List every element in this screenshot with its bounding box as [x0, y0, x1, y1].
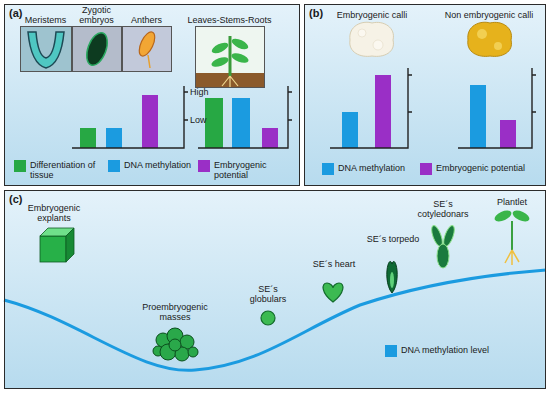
callus-nodule [358, 29, 366, 37]
panel-letter: (a) [9, 7, 22, 19]
image-ground [20, 26, 72, 72]
bar [375, 75, 391, 148]
callus-image [350, 22, 394, 56]
globular-embryo [261, 311, 275, 325]
legend-swatch [198, 160, 210, 172]
figure-label: High [190, 87, 218, 97]
legend-entry: Differentiation of tissue [14, 160, 102, 182]
panel-ground [4, 190, 546, 389]
plant-stem [229, 36, 232, 76]
figure-label: Embryogenic explants [10, 203, 98, 223]
figure-panel: (b) [304, 4, 546, 186]
callus-nodule [477, 29, 487, 39]
callus-nodule [373, 40, 383, 50]
torpedo-core [390, 272, 394, 288]
figure-label: SE´s torpedo [366, 234, 420, 244]
legend-swatch [322, 163, 334, 175]
panel-letter: (c) [9, 193, 22, 205]
chart-axis [458, 68, 536, 148]
methylation-curve [4, 270, 546, 370]
bar [470, 85, 486, 148]
proembryo-cluster [153, 328, 198, 361]
bar [500, 120, 516, 148]
legend-text: Embryogenic potential [436, 163, 540, 173]
figure-label: SE´s heart [312, 259, 356, 269]
bar [342, 112, 358, 148]
panel-ground [304, 4, 546, 186]
figure-label: Embryogenic calli [322, 10, 422, 20]
plantlet-roots [505, 250, 519, 265]
legend-text: Differentiation of tissue [30, 160, 102, 180]
panel-letter: (b) [309, 7, 323, 19]
legend-text: DNA methylation [338, 163, 414, 173]
plant-leaf [210, 41, 230, 56]
bar [262, 128, 278, 148]
cube-face [66, 228, 74, 262]
image-heading: Anthers [131, 15, 162, 25]
callus-image [468, 22, 512, 56]
legend-entry: Embryogenic potential [198, 160, 294, 182]
chart-axis [330, 68, 412, 148]
image-ground [122, 26, 172, 72]
legend-swatch [420, 163, 432, 175]
legend-entry: Embryogenic potential [420, 163, 540, 185]
legend-swatch [14, 160, 26, 172]
bar [142, 95, 158, 148]
plantlet-leaf [511, 208, 531, 224]
legend-entry: DNA methylation [322, 163, 414, 185]
torpedo-embryo [387, 261, 397, 293]
plant-leaf [210, 55, 230, 69]
heart-embryo [323, 283, 343, 302]
chart-axis [72, 86, 188, 148]
figure-label: SE´s globulars [240, 284, 296, 304]
image-ground [195, 26, 265, 88]
plantlet-stem [511, 221, 513, 250]
image-heading: Meristems [25, 15, 67, 25]
cell [169, 339, 181, 351]
plant-roots [222, 76, 238, 87]
plantlet-leaf [493, 208, 513, 224]
plant-leaf [230, 37, 250, 52]
cell [188, 347, 198, 357]
image-box: Meristems [20, 26, 72, 72]
figure-panel: (a)MeristemsZygotic embryosAnthersLeaves… [4, 4, 300, 186]
meristem-icon [28, 32, 64, 68]
callus-nodule [494, 42, 502, 50]
anther-stalk [148, 55, 150, 68]
figure-label: SE´s cotyledonars [412, 199, 474, 219]
panel-ground [4, 4, 300, 186]
legend-swatch [108, 160, 120, 172]
bar [232, 98, 250, 148]
legend-text: DNA methylation level [401, 345, 515, 355]
figure-label: Proembryogenic masses [128, 302, 222, 322]
bar [205, 98, 223, 148]
image-box: Leaves-Stems-Roots [195, 26, 265, 88]
image-box: Anthers [122, 26, 172, 72]
image-heading: Zygotic embryos [71, 5, 123, 25]
bar [80, 128, 96, 148]
cube-face [40, 236, 66, 262]
image-box: Zygotic embryos [72, 26, 122, 72]
legend-text: DNA methylation [124, 160, 194, 170]
figure-label: Non embryogenic calli [434, 10, 544, 20]
legend-swatch [385, 345, 397, 357]
anther-icon [136, 30, 158, 59]
figure-label: Low [190, 115, 218, 125]
image-heading: Leaves-Stems-Roots [187, 15, 271, 25]
cotyledonar-embryo [437, 244, 449, 268]
figure-label: Plantlet [488, 197, 536, 207]
plant-leaf [230, 51, 250, 65]
legend-entry: DNA methylation [108, 160, 194, 182]
legend-entry: DNA methylation level [385, 345, 515, 367]
image-ground [72, 26, 122, 72]
bar [106, 128, 122, 148]
chart-axis [198, 86, 292, 148]
embryo-icon [83, 30, 112, 68]
legend-text: Embryogenic potential [214, 160, 294, 180]
